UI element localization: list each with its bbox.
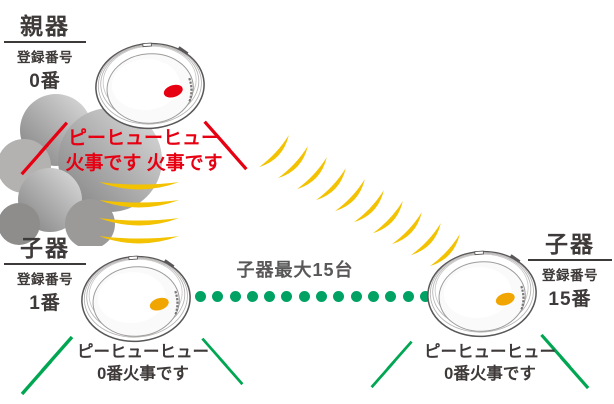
link-dot [229,290,241,302]
parent-reg-label: 登録番号 [17,50,73,66]
radio-wave-arc-icon [97,198,181,212]
parent-smoke-detector [91,38,209,134]
child-right-smoke-detector [423,246,541,342]
child-left-unit-label: 子器 登録番号 1番 [4,236,86,315]
link-dot [212,290,224,302]
link-dot [281,290,293,302]
sound-bolt-icon [20,334,80,396]
radio-wave-arc-icon [97,180,181,194]
sound-bolt-icon [196,331,244,391]
child-right-reg-number: 15番 [548,289,592,311]
parent-unit-title: 親器 [20,13,70,39]
child-left-reg-label: 登録番号 [17,272,73,288]
child-left-unit-title: 子器 [20,235,70,261]
radio-wave-arc-icon [257,133,297,175]
parent-alarm-line1: ピーヒューヒュー [67,128,220,149]
radio-wave-arc-icon [295,155,335,197]
parent-unit-label: 親器 登録番号 0番 [4,14,86,93]
child-left-smoke-detector [77,251,195,347]
link-dot [333,290,345,302]
child-right-unit-label: 子器 登録番号 15番 [528,232,612,311]
child-left-alarm-message: ピーヒューヒュー 0番火事です [68,341,218,386]
link-dots [195,290,431,302]
parent-led-indicator [163,84,183,98]
label-divider [4,263,86,266]
radio-wave-arc-icon [276,144,316,186]
link-dot [264,290,276,302]
child-left-led-indicator [149,297,169,311]
link-dot [350,290,362,302]
child-left-alarm-line1: ピーヒューヒュー [77,343,209,361]
child-right-led-indicator [495,292,515,306]
link-dot [402,290,414,302]
child-right-alarm-message: ピーヒューヒュー 0番火事です [412,341,568,386]
radio-waves-vertical [97,180,181,252]
link-dot [385,290,397,302]
child-right-alarm-line1: ピーヒューヒュー [424,343,556,361]
sound-bolt-icon [534,330,590,392]
sound-bolt-icon [198,118,248,172]
radio-wave-arc-icon [314,166,354,208]
sound-bolt-icon [370,333,418,395]
radio-wave-arc-icon [371,199,411,241]
smoke-cloud [0,94,162,246]
radio-wave-arc-icon [352,188,392,230]
child-left-reg-number: 1番 [29,293,61,315]
label-divider [4,41,86,44]
parent-reg-number: 0番 [29,71,61,93]
sound-bolt-icon [16,120,78,176]
link-dot [419,290,431,302]
child-right-unit-title: 子器 [545,231,595,257]
max-units-label: 子器最大15台 [236,260,354,280]
radio-wave-arc-icon [390,210,430,252]
radio-wave-arc-icon [333,177,373,219]
radio-wave-arc-icon [97,216,181,230]
radio-wave-arc-icon [97,234,181,248]
link-dot [246,290,258,302]
parent-alarm-message: ピーヒューヒュー 火事です 火事です [58,127,230,176]
child-right-alarm-line2: 0番火事です [444,365,536,384]
child-left-alarm-line2: 0番火事です [97,365,189,384]
label-divider [528,259,612,262]
link-dot [316,290,328,302]
link-dot [298,290,310,302]
link-dot [195,290,206,302]
child-right-reg-label: 登録番号 [542,268,598,284]
link-dot [367,290,379,302]
parent-alarm-line2: 火事です 火事です [65,152,223,174]
